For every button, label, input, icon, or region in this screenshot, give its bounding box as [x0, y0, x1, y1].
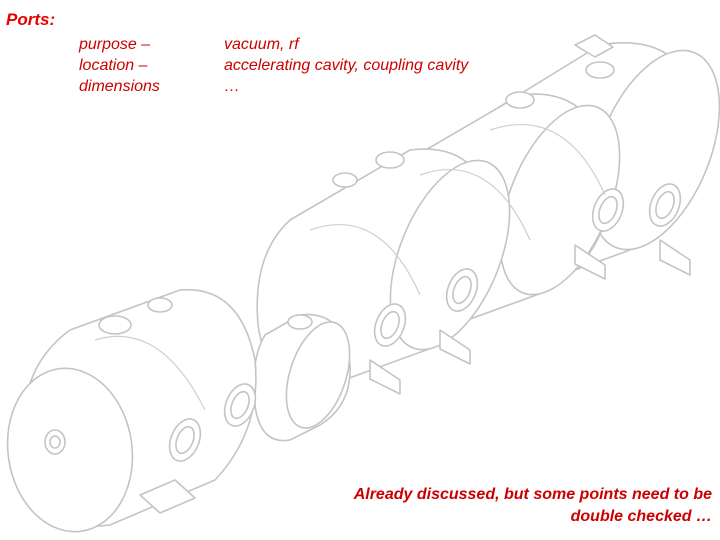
value-purpose: vacuum, rf — [224, 36, 299, 53]
footnote-line-1: Already discussed, but some points need … — [353, 486, 712, 503]
value-location: accelerating cavity, coupling cavity — [224, 57, 469, 74]
cavity-bolt-rings — [94, 123, 606, 411]
port-attribute-list: purpose – location – dimensions — [79, 34, 160, 97]
attribute-dimensions: dimensions — [79, 78, 160, 95]
footnote-line-2: double checked … — [570, 508, 712, 525]
coupling-cell — [252, 303, 407, 442]
value-dimensions: … — [224, 78, 240, 95]
attribute-location: location – — [79, 57, 148, 74]
port-value-list: vacuum, rf accelerating cavity, coupling… — [224, 34, 468, 97]
slide-title: Ports: — [6, 10, 56, 29]
attribute-purpose: purpose – — [79, 36, 151, 53]
slide-footnote: Already discussed, but some points need … — [354, 484, 712, 528]
cavity-segment-1 — [6, 288, 257, 533]
